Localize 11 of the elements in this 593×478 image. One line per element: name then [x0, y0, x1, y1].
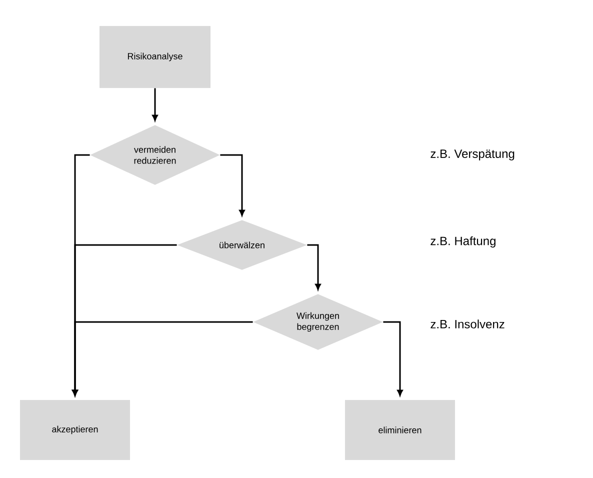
- arrow: [220, 154, 245, 216]
- arrow: [383, 321, 403, 396]
- arrow: [307, 244, 321, 290]
- process-box: eliminieren: [345, 400, 455, 460]
- process-box: Risikoanalyse: [100, 26, 210, 88]
- note-text: z.B. Haftung: [430, 236, 496, 248]
- note-text: z.B. Insolvenz: [430, 320, 504, 328]
- arrow: [72, 321, 253, 396]
- arrow: [152, 88, 158, 121]
- process-box: akzeptieren: [20, 400, 130, 460]
- note-text: z.B. Verspätung: [430, 150, 514, 160]
